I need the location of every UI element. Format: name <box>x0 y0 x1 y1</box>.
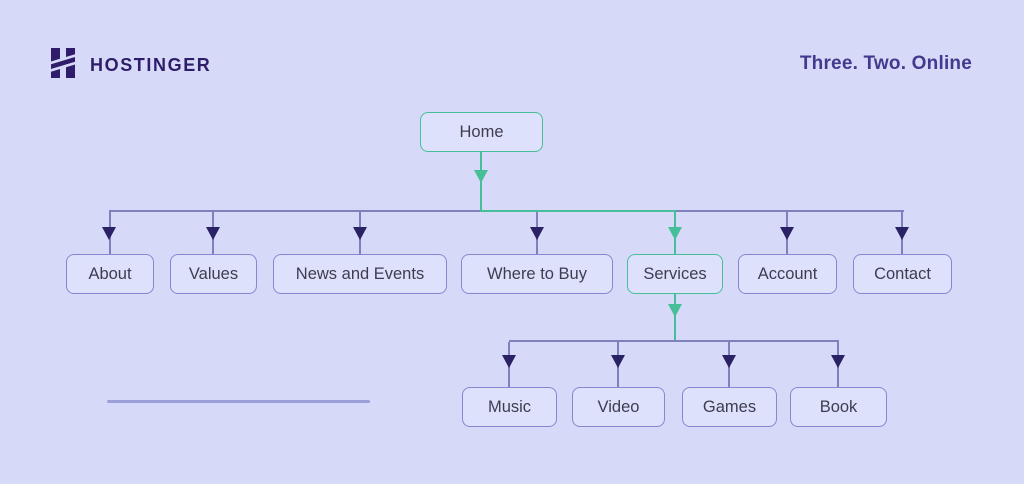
connector-services-drop <box>674 294 676 341</box>
arrow-down-icon <box>668 227 682 240</box>
node-account: Account <box>738 254 837 294</box>
node-music: Music <box>462 387 557 427</box>
node-contact: Contact <box>853 254 952 294</box>
connector-level2-bar <box>509 340 839 342</box>
node-where-to-buy: Where to Buy <box>461 254 613 294</box>
arrow-down-icon <box>611 355 625 368</box>
node-values: Values <box>170 254 257 294</box>
node-home: Home <box>420 112 543 152</box>
brand-tagline: Three. Two. Online <box>799 53 972 74</box>
arrow-down-icon <box>895 227 909 240</box>
node-news-and-events: News and Events <box>273 254 447 294</box>
arrow-down-icon <box>530 227 544 240</box>
brand-name: HOSTINGER <box>90 55 212 75</box>
arrow-down-icon <box>722 355 736 368</box>
arrow-down-icon <box>668 304 682 317</box>
hostinger-h-icon <box>48 46 78 80</box>
node-book: Book <box>790 387 887 427</box>
divider-line <box>107 400 370 403</box>
arrow-down-icon <box>502 355 516 368</box>
connector-home-to-services-segment <box>480 210 676 212</box>
node-about: About <box>66 254 154 294</box>
node-services: Services <box>627 254 723 294</box>
hostinger-logo <box>48 46 78 80</box>
arrow-down-icon <box>102 227 116 240</box>
arrow-down-icon <box>831 355 845 368</box>
arrow-down-icon <box>353 227 367 240</box>
arrow-down-icon <box>780 227 794 240</box>
arrow-down-icon <box>474 170 488 183</box>
node-video: Video <box>572 387 665 427</box>
node-games: Games <box>682 387 777 427</box>
arrow-down-icon <box>206 227 220 240</box>
